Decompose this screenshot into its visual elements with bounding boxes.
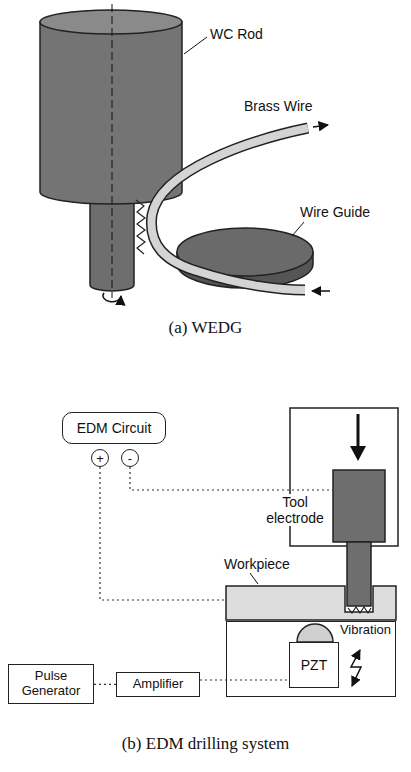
brass-wire-outline <box>151 128 308 290</box>
negative-wire <box>130 467 333 490</box>
generator-box: Pulse Generator <box>8 664 94 704</box>
leader-line <box>292 222 304 236</box>
amplifier-box: Amplifier <box>116 672 200 697</box>
node-label: PZT <box>301 657 327 673</box>
spark-symbol <box>136 200 145 254</box>
part-label: Workpiece <box>224 556 290 572</box>
pzt-box: PZT <box>289 642 339 688</box>
part-label: Brass Wire <box>244 98 312 114</box>
feed-arrow <box>357 414 360 447</box>
node-label: - <box>128 451 132 466</box>
vibration-arrow <box>351 650 361 686</box>
part-label: Wire Guide <box>300 204 370 220</box>
subfigure-caption: (b) EDM drilling system <box>0 734 411 754</box>
leader-line <box>184 37 207 54</box>
node-label: Pulse Generator <box>12 669 90 699</box>
rotation-axis <box>112 4 113 298</box>
pzt-dome <box>297 624 333 642</box>
subfigure-caption: (a) WEDG <box>0 318 411 338</box>
signal-wire <box>200 679 289 680</box>
positive-wire <box>100 467 226 600</box>
wc-rod-body <box>40 22 182 204</box>
part-label: Tool electrode <box>262 494 328 526</box>
rotation-arrow <box>103 293 121 302</box>
terminal-circle: - <box>121 449 139 467</box>
signal-wire <box>94 684 116 685</box>
wire-in-arrow <box>312 290 330 292</box>
leader-line <box>250 573 258 584</box>
small-rod <box>90 192 134 291</box>
terminal-circle: + <box>91 449 109 467</box>
circuit-box: EDM Circuit <box>62 412 166 444</box>
node-label: Amplifier <box>133 677 184 692</box>
vibration-stage: VibrationPZT <box>226 621 396 697</box>
part-label: WC Rod <box>210 26 263 42</box>
wc-rod-top <box>40 10 182 34</box>
node-label: + <box>96 451 104 466</box>
spark-symbol <box>348 607 371 613</box>
node-label: Vibration <box>339 623 392 638</box>
node-label: EDM Circuit <box>77 420 152 436</box>
tool-electrode <box>333 470 385 542</box>
workpiece <box>226 586 396 620</box>
electrode-shaft <box>347 542 371 606</box>
feed-arrow-head <box>350 446 366 461</box>
wire-out-arrow <box>313 125 328 127</box>
brass-wire <box>151 128 308 290</box>
